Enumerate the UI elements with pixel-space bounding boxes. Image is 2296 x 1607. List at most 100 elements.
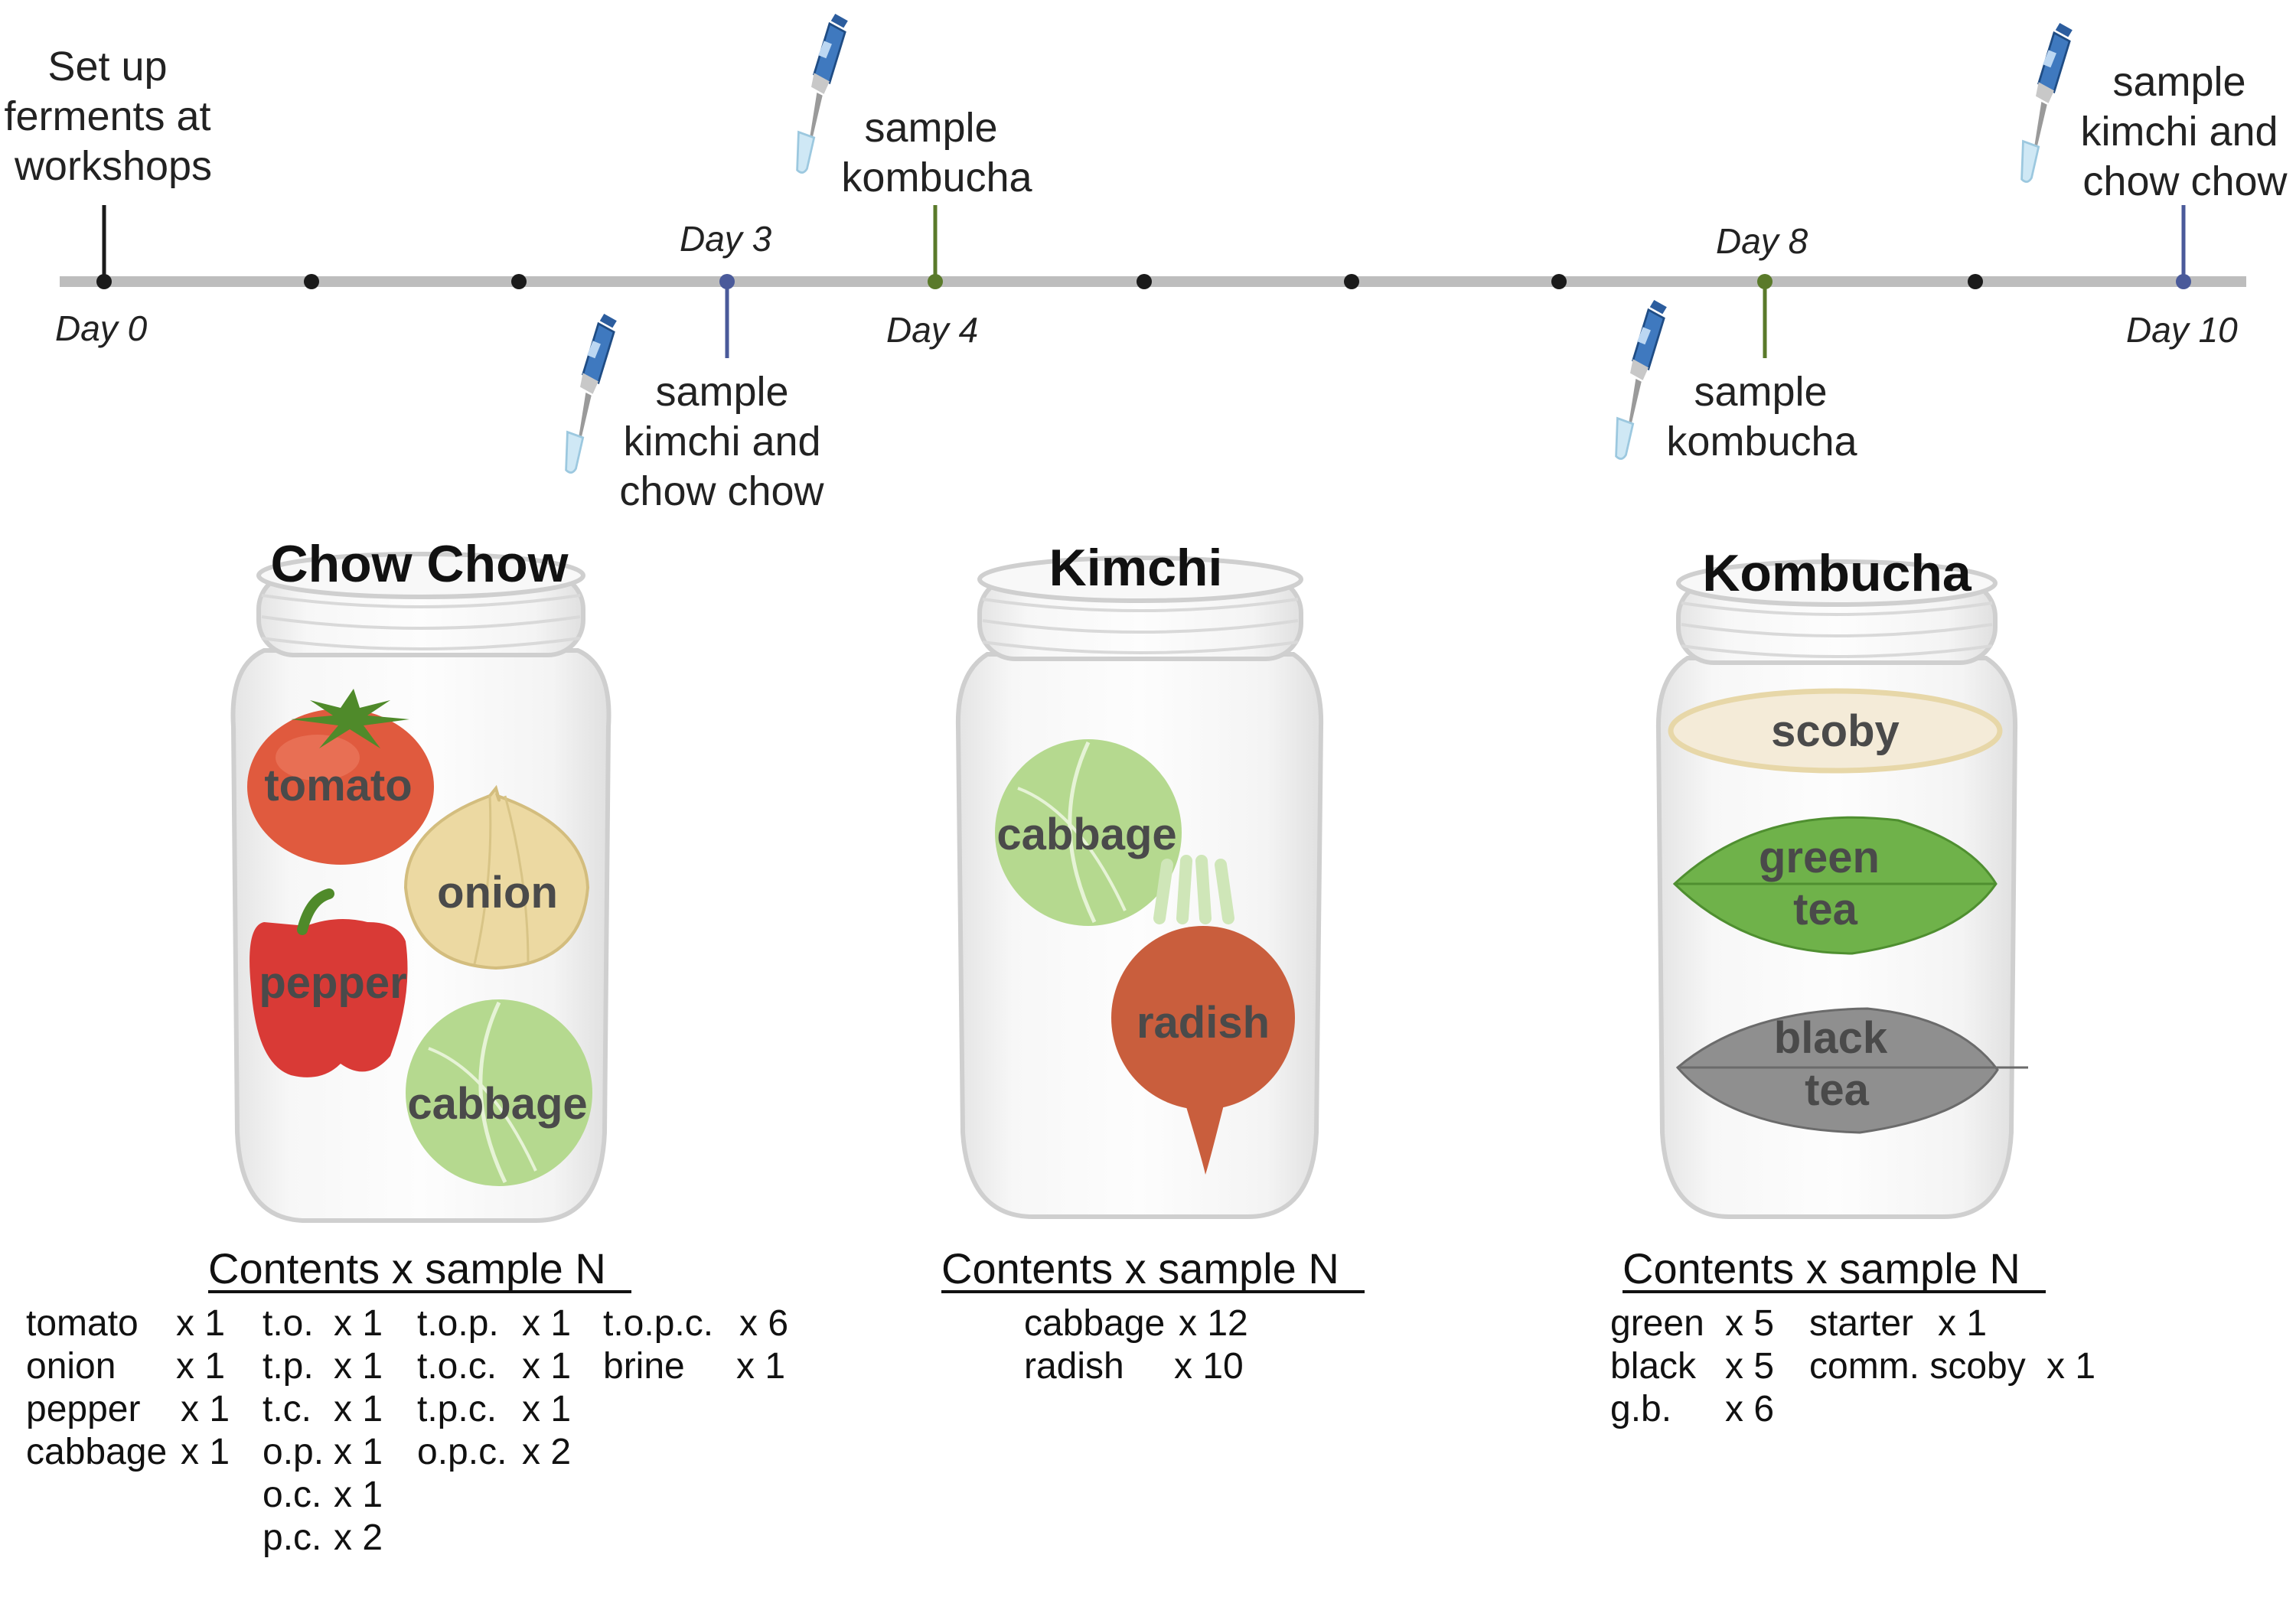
jar-title-chow-chow: Chow Chow (270, 535, 569, 593)
item-label-tomato: tomato (264, 761, 412, 810)
table-header: Contents x sample N (941, 1244, 1339, 1292)
day-8-dot (1757, 274, 1773, 289)
table-cell: x 1 (176, 1303, 225, 1344)
cabbage-illustration (406, 999, 592, 1186)
table-cell: x 1 (334, 1346, 383, 1387)
pipette-icon (796, 12, 850, 174)
item-label-black-tea: black tea (1774, 1013, 1900, 1115)
item-label-green-tea: green tea (1759, 833, 1892, 934)
table-header: Contents x sample N (1623, 1244, 2020, 1292)
table-cell: x 5 (1725, 1303, 1774, 1344)
table-cell: t.o. (263, 1303, 314, 1344)
table-cell: black (1610, 1346, 1697, 1387)
table-cell: t.p. (263, 1346, 314, 1387)
chow-col-4: t.o.p.c. x 6 brine x 1 (603, 1303, 788, 1387)
day-dot-2 (511, 274, 527, 289)
day-dot-9 (1968, 274, 1983, 289)
table-cell: x 1 (522, 1389, 571, 1429)
table-cell: x 1 (334, 1303, 383, 1344)
table-cell: x 1 (522, 1303, 571, 1344)
day-4-event-label: sample kombucha (841, 105, 1032, 200)
table-cell: x 1 (334, 1475, 383, 1515)
scoby-illustration (1668, 688, 2003, 774)
table-cell: x 1 (2047, 1346, 2095, 1387)
item-label-onion: onion (437, 868, 558, 918)
kimchi-contents-table: Contents x sample N cabbage x 12 radish … (941, 1244, 1365, 1387)
pipette-icon (565, 312, 618, 474)
table-cell: cabbage (1024, 1303, 1165, 1344)
table-cell: x 10 (1174, 1346, 1244, 1387)
item-label-cabbage: cabbage (407, 1079, 587, 1129)
kombucha-jar: Kombucha scoby green tea black tea (1655, 544, 2028, 1219)
pipette-icon (1615, 298, 1668, 461)
radish-illustration (1111, 855, 1295, 1175)
table-cell: p.c. (263, 1517, 321, 1558)
day-dot-6 (1344, 274, 1359, 289)
table-cell: brine (603, 1346, 685, 1387)
pepper-illustration (249, 888, 408, 1077)
table-cell: g.b. (1610, 1389, 1671, 1429)
jar-title-kombucha: Kombucha (1702, 544, 1972, 602)
cabbage-illustration (995, 739, 1182, 926)
table-cell: tomato (26, 1303, 139, 1344)
table-cell: onion (26, 1346, 116, 1387)
timeline-day-markers (96, 274, 1983, 289)
tomato-illustration (247, 689, 434, 865)
table-cell: x 1 (181, 1389, 230, 1429)
table-cell: x 6 (739, 1303, 788, 1344)
table-cell: x 1 (176, 1346, 225, 1387)
day-dot-1 (304, 274, 319, 289)
table-header: Contents x sample N (208, 1244, 606, 1292)
day-3-label: Day 3 (680, 219, 772, 259)
day-4-dot (928, 274, 943, 289)
table-cell: cabbage (26, 1432, 167, 1472)
table-cell: o.c. (263, 1475, 321, 1515)
table-cell: radish (1024, 1346, 1124, 1387)
chow-chow-jar: Chow Chow tomato onion pepper cabbage (230, 535, 612, 1223)
table-cell: t.o.p. (417, 1303, 499, 1344)
day-8-label: Day 8 (1716, 221, 1808, 261)
table-cell: x 2 (334, 1517, 383, 1558)
table-cell: t.o.c. (417, 1346, 497, 1387)
table-cell: x 12 (1179, 1303, 1248, 1344)
table-cell: x 1 (334, 1432, 383, 1472)
table-cell: t.o.p.c. (603, 1303, 713, 1344)
table-cell: t.p.c. (417, 1389, 497, 1429)
table-cell: comm. scoby (1809, 1346, 2026, 1387)
jar-title-kimchi: Kimchi (1049, 539, 1223, 597)
table-cell: t.c. (263, 1389, 311, 1429)
kombucha-contents-table: Contents x sample N green x 5 black x 5 … (1610, 1244, 2095, 1429)
day-10-label: Day 10 (2126, 310, 2238, 350)
day-4-label: Day 4 (886, 310, 978, 350)
table-cell: x 1 (736, 1346, 785, 1387)
table-cell: x 1 (522, 1346, 571, 1387)
pipette-icon (2020, 21, 2074, 184)
table-cell: o.p. (263, 1432, 324, 1472)
chow-chow-contents-table: Contents x sample N tomato x 1 onion x 1… (26, 1244, 788, 1558)
table-cell: x 1 (1938, 1303, 1987, 1344)
chow-col-2: t.o. x 1 t.p. x 1 t.c. x 1 o.p. x 1 o.c.… (263, 1303, 383, 1558)
table-cell: x 2 (522, 1432, 571, 1472)
kimchi-jar: Kimchi cabbage radish (955, 539, 1324, 1219)
day-dot-7 (1551, 274, 1567, 289)
item-label-scoby: scoby (1771, 706, 1900, 756)
day-3-dot (719, 274, 735, 289)
onion-illustration (403, 784, 590, 970)
day-10-event-label: sample kimchi and chow chow (2080, 59, 2289, 204)
table-cell: o.p.c. (417, 1432, 507, 1472)
table-cell: x 6 (1725, 1389, 1774, 1429)
day-dot-5 (1137, 274, 1152, 289)
table-cell: x 5 (1725, 1346, 1774, 1387)
green-tea-leaf-illustration (1672, 816, 1998, 955)
table-cell: pepper (26, 1389, 140, 1429)
item-label-radish: radish (1137, 998, 1270, 1048)
day-8-event-label: sample kombucha (1666, 369, 1857, 464)
item-label-pepper: pepper (259, 958, 406, 1008)
black-tea-leaf-illustration (1675, 1007, 2028, 1134)
day-10-dot (2176, 274, 2191, 289)
table-cell: starter (1809, 1303, 1913, 1344)
table-cell: x 1 (181, 1432, 230, 1472)
chow-col-3: t.o.p. x 1 t.o.c. x 1 t.p.c. x 1 o.p.c. … (417, 1303, 571, 1472)
chow-col-1: tomato x 1 onion x 1 pepper x 1 cabbage … (26, 1303, 230, 1472)
